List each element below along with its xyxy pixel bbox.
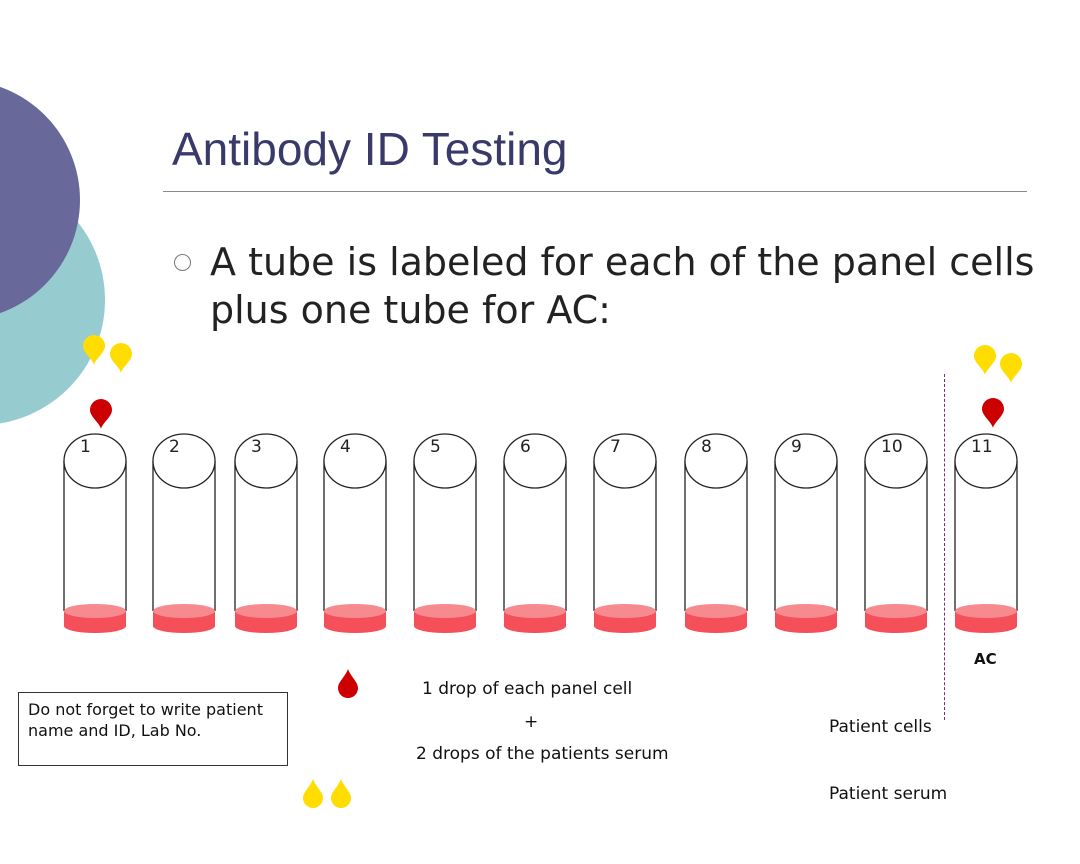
decor-circle-dark	[0, 86, 80, 314]
tube-opening	[684, 433, 748, 489]
tube: 9	[774, 433, 838, 633]
tube-number: 6	[520, 437, 531, 457]
tube: 2	[152, 433, 216, 633]
tube-number: 1	[80, 437, 91, 457]
serum-drop-icon	[83, 335, 105, 365]
tube-opening	[864, 433, 928, 489]
cell-layer-surface	[504, 604, 566, 618]
reminder-note-box: Do not forget to write patient name and …	[18, 692, 288, 766]
tube: 5	[413, 433, 477, 633]
cell-layer-surface	[775, 604, 837, 618]
ac-label: AC	[974, 650, 997, 668]
tube-number: 11	[971, 437, 993, 457]
serum-drops-instruction: 2 drops of the patients serum	[416, 744, 669, 764]
cell-layer-surface	[685, 604, 747, 618]
tube-opening	[413, 433, 477, 489]
serum-drop-icon	[331, 779, 351, 808]
cells-drop-instruction: 1 drop of each panel cell	[422, 679, 633, 699]
slide-title: Antibody ID Testing	[172, 123, 568, 175]
tube: 4	[323, 433, 387, 633]
tube-number: 5	[430, 437, 441, 457]
tube-opening	[593, 433, 657, 489]
tube-number: 8	[701, 437, 712, 457]
legend-patient-cells: Patient cells	[829, 717, 932, 737]
tube-opening	[152, 433, 216, 489]
cell-drop-icon	[982, 398, 1004, 428]
cell-layer-surface	[594, 604, 656, 618]
tube: 3	[234, 433, 298, 633]
cell-drop-icon	[90, 399, 112, 429]
cell-layer-surface	[865, 604, 927, 618]
ac-divider-line	[944, 374, 945, 720]
bullet-circle-icon	[174, 254, 191, 271]
tube-number: 10	[881, 437, 903, 457]
tubes-group: 1 2 3 4 5 6 7 8 9 10 11	[63, 433, 1018, 633]
tube-number: 9	[791, 437, 802, 457]
tube: 10	[864, 433, 928, 633]
tube: 7	[593, 433, 657, 633]
serum-drop-icon	[1000, 353, 1022, 383]
tube-number: 4	[340, 437, 351, 457]
title-divider	[163, 191, 1027, 192]
tube: 6	[503, 433, 567, 633]
tube-number: 7	[610, 437, 621, 457]
bullet-text: A tube is labeled for each of the panel …	[210, 240, 1035, 332]
tube-opening	[774, 433, 838, 489]
tube-number: 3	[251, 437, 262, 457]
drops-group	[83, 335, 1022, 808]
tube: 11	[954, 433, 1018, 633]
cell-layer-surface	[955, 604, 1017, 618]
serum-drop-icon	[974, 345, 996, 375]
tube-opening	[503, 433, 567, 489]
tube-opening	[234, 433, 298, 489]
tube-opening	[954, 433, 1018, 489]
tube-opening	[323, 433, 387, 489]
serum-drop-icon	[110, 343, 132, 373]
legend-patient-serum: Patient serum	[829, 784, 948, 804]
cell-layer-surface	[414, 604, 476, 618]
tube-number: 2	[169, 437, 180, 457]
cell-drop-icon	[338, 669, 358, 698]
cell-layer-surface	[324, 604, 386, 618]
cell-layer-surface	[64, 604, 126, 618]
serum-drop-icon	[303, 779, 323, 808]
cell-layer-surface	[235, 604, 297, 618]
plus-sign: +	[524, 712, 539, 732]
tube: 8	[684, 433, 748, 633]
tube-opening	[63, 433, 127, 489]
tube: 1	[63, 433, 127, 633]
cell-layer-surface	[153, 604, 215, 618]
